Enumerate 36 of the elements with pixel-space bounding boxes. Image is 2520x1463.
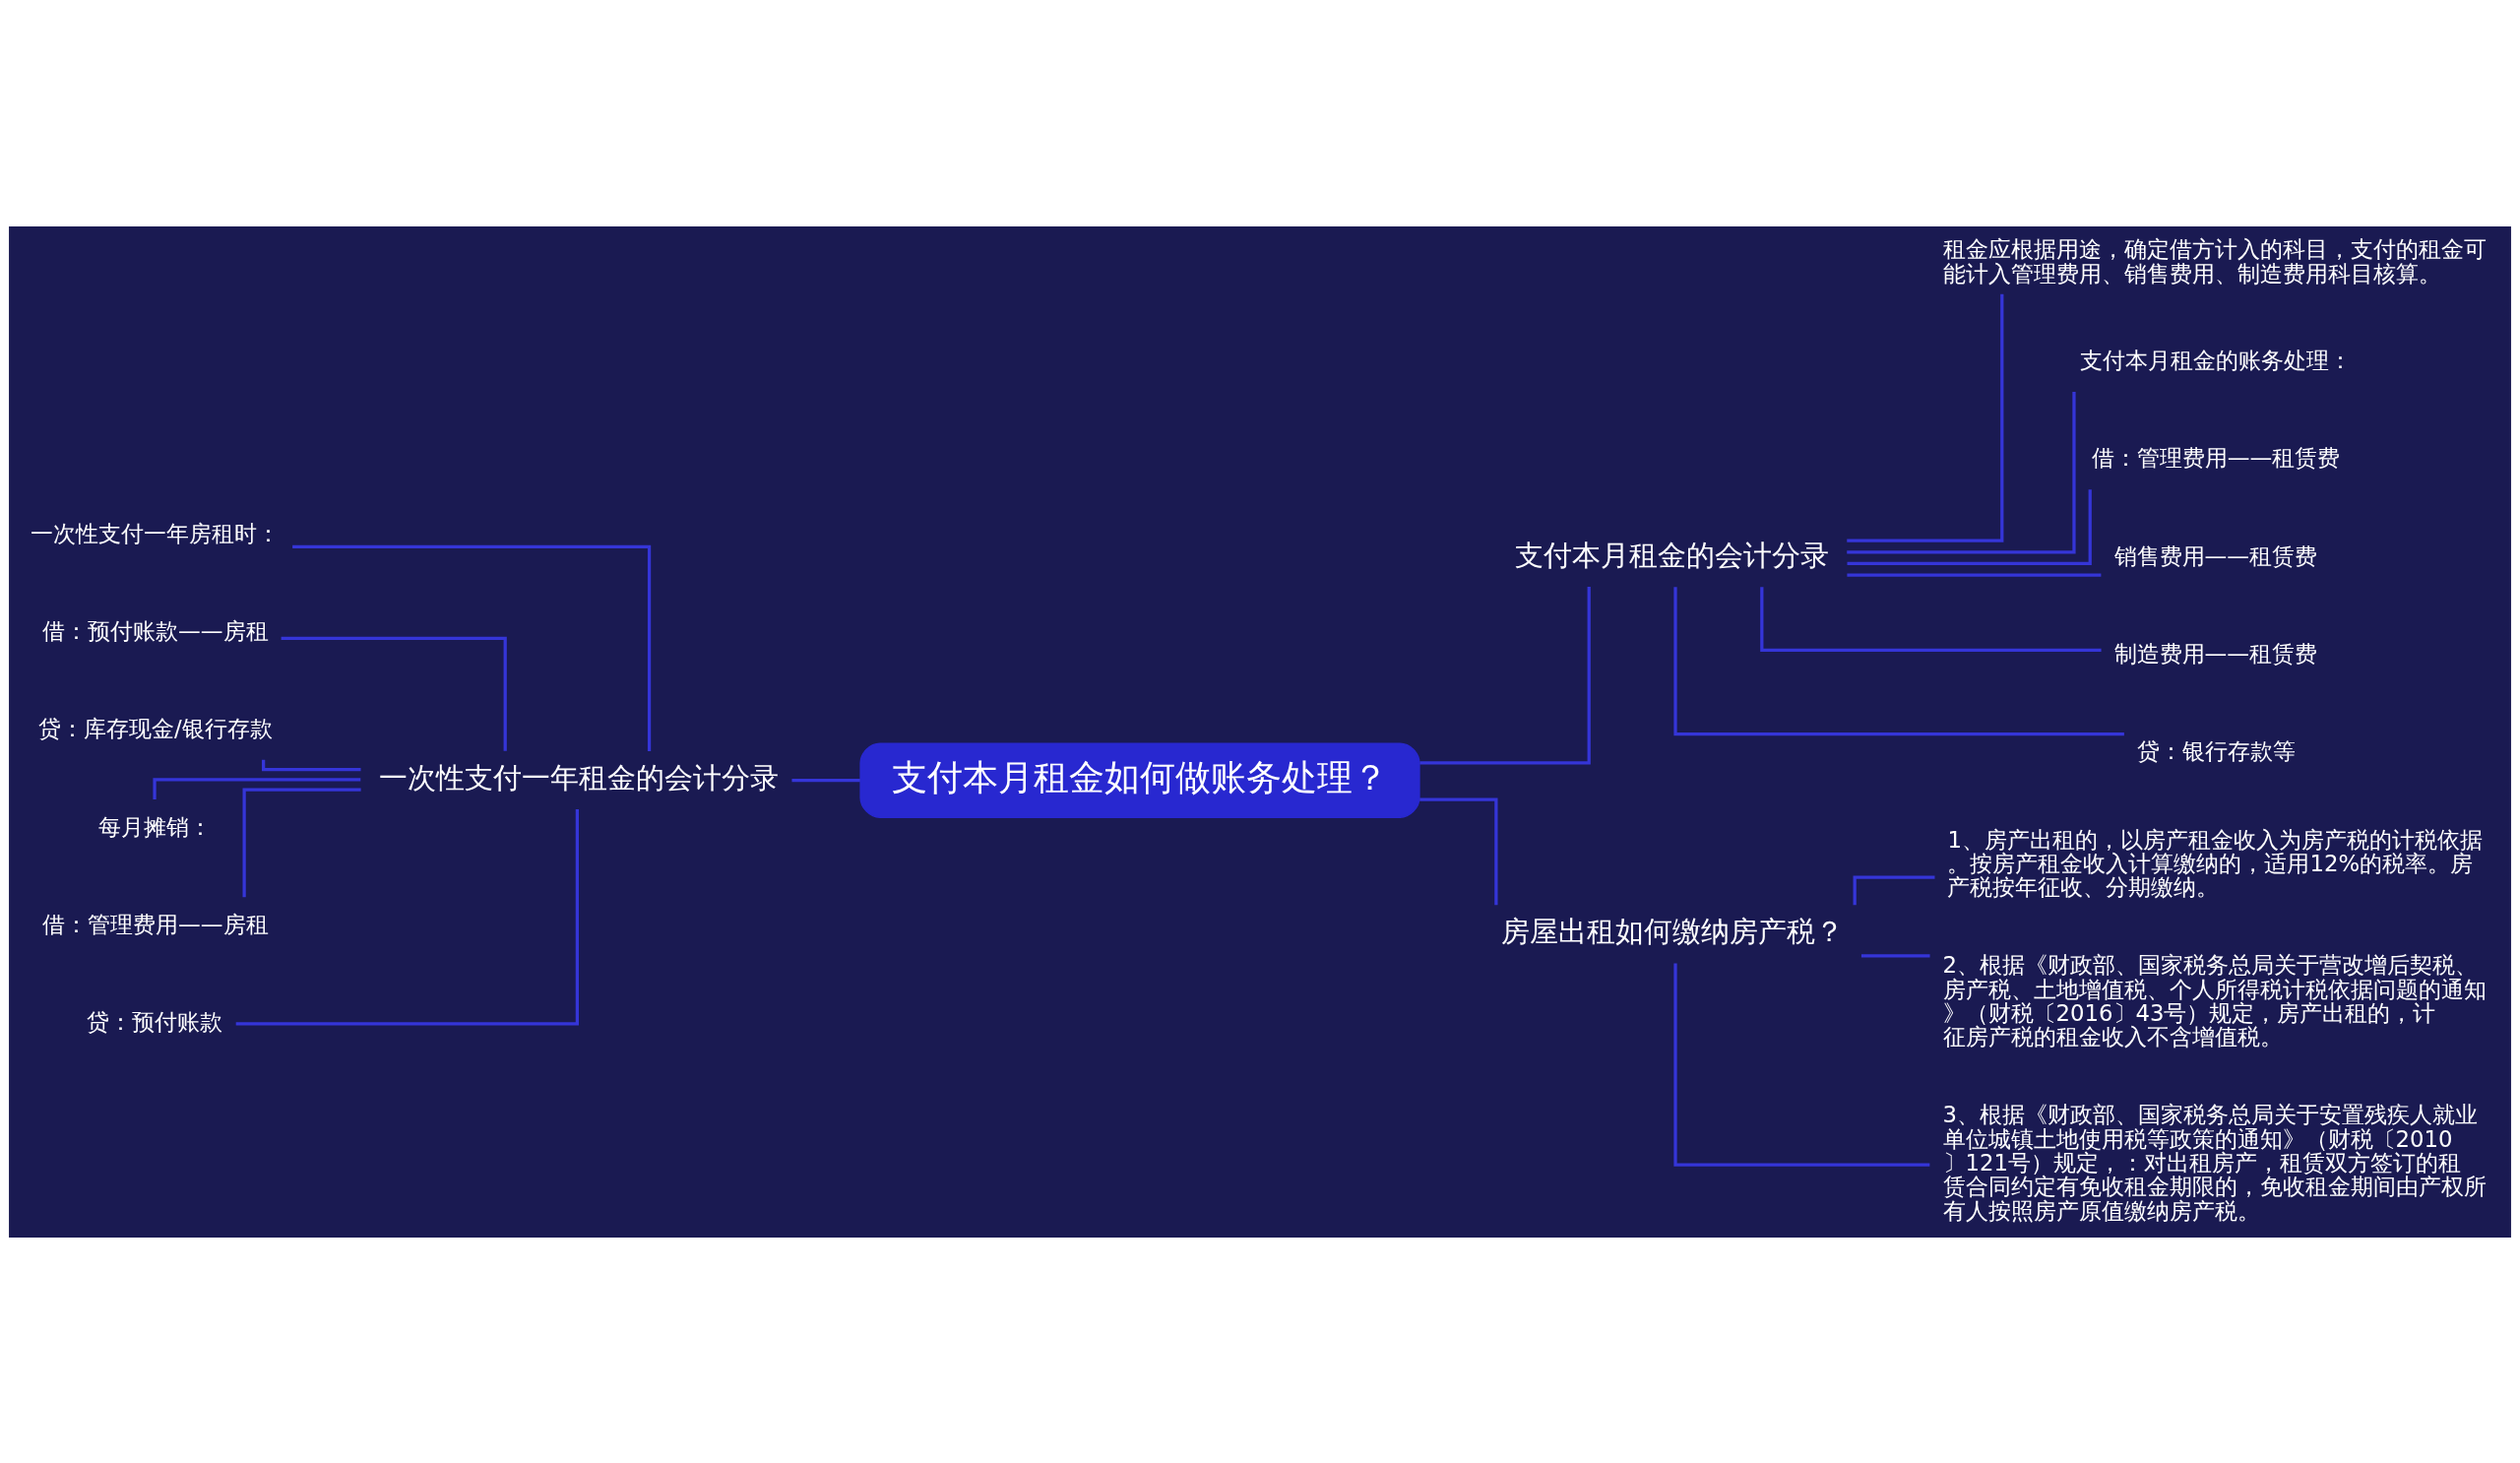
connector (242, 787, 361, 897)
node-text: 销售费用——租赁费 (2113, 542, 2318, 569)
node-text: 借：管理费用——房租 (42, 911, 269, 937)
node-text: 1、房产出租的，以房产租金收入为房产税的计税依据。按房产租金收入计算缴纳的，适用12%的税率。房产税按年征收、分期缴纳。 (1947, 826, 2483, 900)
node-text: 借：预付账款——房租 (42, 617, 269, 644)
connector (1673, 586, 2124, 735)
node-text: 贷：预付账款 (87, 1008, 223, 1035)
connector (1760, 586, 2102, 652)
node-text: 房屋出租如何缴纳房产税？ (1500, 914, 1844, 948)
connector (1847, 293, 2004, 542)
connector (1847, 391, 2076, 553)
node-box: 支付本月租金如何做账务处理？ (859, 741, 1420, 818)
connector (1419, 797, 1498, 905)
node-text: 一次性支付一年租金的会计分录 (379, 760, 780, 795)
connector (292, 544, 652, 751)
connector (262, 759, 361, 771)
node-text: 租金应根据用途，确定借方计入的科目，支付的租金可能计入管理费用、销售费用、制造费用科目核算。 (1942, 235, 2487, 286)
connector (1847, 488, 2092, 565)
node-text: 一次性支付一年房租时： (30, 520, 280, 546)
connector (1847, 573, 2102, 577)
connector (235, 808, 579, 1025)
node-text: 制造费用——租赁费 (2113, 640, 2318, 667)
node-text: 支付本月租金的账务处理： (2079, 347, 2352, 373)
node-text: 贷：银行存款等 (2137, 737, 2297, 764)
node-text: 每月摊销： (97, 813, 212, 839)
node-text: 贷：库存现金/银行存款 (37, 715, 273, 741)
connector (791, 778, 860, 782)
node-text: 支付本月租金的会计分录 (1515, 538, 1830, 572)
connector (281, 636, 507, 751)
node-text: 3、根据《财政部、国家税务总局关于安置残疾人就业单位城镇土地使用税等政策的通知》（财税〔2010〕121号）规定，：对出租房产，租赁双方签订的租赁合同约定有免收租金期限的，免收租金期间由产权所有人按照房产原值缴纳房产税。 (1942, 1101, 2487, 1224)
node-text: 借：管理费用——租赁费 (2091, 444, 2341, 471)
node-text: 2、根据《财政部、国家税务总局关于营改增后契税、房产税、土地增值税、个人所得税计税依据问题的通知》（财税〔2016〕43号）规定，房产出租的，计征房产税的租金收入不含增值税。 (1942, 951, 2487, 1050)
connector (1673, 963, 1930, 1167)
connector (1419, 586, 1591, 764)
connector (1860, 953, 1930, 957)
connector (1853, 874, 1935, 905)
